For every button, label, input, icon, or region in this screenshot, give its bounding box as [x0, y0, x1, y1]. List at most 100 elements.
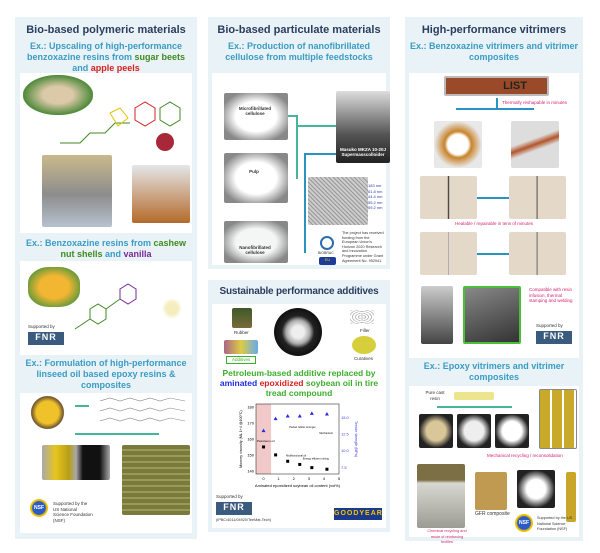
image-cashew-panel: Supported by FNR: [20, 261, 192, 355]
sem-image: [308, 177, 368, 225]
annotation: Energy efficient mixing: [303, 457, 330, 461]
pure-resin-label: Pure cast resin: [425, 390, 445, 401]
recycled-fibers-photo: [517, 470, 555, 508]
tensile-point: [285, 414, 290, 418]
y-left-tick-label: 160: [247, 437, 254, 442]
nsf-logo: NSF: [515, 514, 533, 532]
cured-resin-samples: [42, 445, 110, 480]
arrow: [477, 253, 509, 255]
annotation: Pocket rubber stronger: [289, 425, 316, 429]
mooney-point: [310, 466, 314, 470]
annotation: Mechanical: [319, 431, 333, 435]
biobrac-logo: [320, 236, 334, 250]
headline-soybean-oil: Petroleum-based additive replaced by ami…: [219, 368, 379, 398]
rubber-label: Rubber: [234, 330, 249, 335]
linseed-oil-glass: [30, 395, 65, 430]
y-right-tick-label: 12.5: [341, 432, 350, 437]
image-vitrimer-panel: LIST Thermally reshapable in minutes Hea…: [409, 73, 579, 358]
fnr-logo: FNR: [28, 332, 64, 345]
tensile-point: [309, 411, 314, 415]
section-title: High-performance vitrimers: [421, 24, 567, 36]
nsf-logo: NSF: [30, 499, 48, 517]
mooney-point: [262, 445, 266, 449]
supported-by-label: Supported by: [28, 324, 55, 329]
resin-flakes-coarse: [419, 414, 453, 448]
pulp-label: Pulp: [249, 169, 259, 174]
mfc-label: Microfibrillated cellulose: [238, 106, 272, 116]
composite-plate: [122, 445, 190, 515]
example-cashew-vanilla: Ex.: Benzoxazine resins from cashew nut …: [25, 238, 187, 259]
image-linseed-panel: NSF Supported by the US National Science…: [20, 393, 192, 533]
pulp-photo: [224, 153, 288, 203]
nfc-photo: [224, 221, 288, 263]
y-right-tick-label: 7.5: [341, 465, 347, 470]
y-left-tick-label: 140: [247, 468, 254, 473]
compatible-label: Compatible with resin infusion, thermal …: [529, 287, 573, 303]
plot-frame: [255, 403, 340, 475]
cashew-image: [28, 267, 80, 307]
micrograph-healing: [509, 176, 566, 219]
arrow: [477, 197, 509, 199]
x-tick-label: 2: [293, 476, 296, 481]
x-tick-label: 0: [262, 476, 265, 481]
filler-image: [350, 310, 374, 324]
micrograph-partial: [509, 232, 566, 275]
filler-label: Filler: [360, 328, 370, 333]
y-left-tick-label: 150: [247, 452, 254, 457]
biobrac-label: BIOBRAC: [318, 251, 334, 255]
curatives-label: Curatives: [354, 356, 374, 361]
goodyear-logo: GOODYEAR: [334, 508, 382, 520]
y-left-axis-label: Mooney viscosity (ML 1+4 @100°C): [239, 410, 243, 467]
benzoxazine-structure: [60, 101, 181, 144]
pouring-resin-photo: [132, 165, 190, 223]
example-epoxy-vitrimers: Ex.: Epoxy vitrimers and vitrimer compos…: [423, 361, 565, 382]
arrow: [456, 108, 534, 110]
micrograph-healed: [420, 232, 477, 275]
resin-powder: [495, 414, 529, 448]
example-benzoxazine-vitrimers: Ex.: Benzoxazine vitrimers and vitrimer …: [409, 41, 579, 62]
recycled-composite-strip: [566, 472, 576, 522]
x-tick-label: 4: [323, 476, 326, 481]
nsf-support-text: Supported by the US National Science Fou…: [53, 501, 93, 523]
list-plate: LIST: [444, 76, 549, 96]
y-right-axis-label: Tensile strength (MPa): [354, 421, 358, 457]
eu-flag: EU: [319, 257, 336, 265]
x-axis-label: Aminated epoxidized soybean oil content …: [255, 483, 341, 488]
y-left-tick-label: 180: [247, 405, 254, 410]
arrow: [288, 115, 296, 117]
fnr-logo: FNR: [216, 502, 252, 515]
arrow: [437, 406, 512, 408]
rubber-photo: [232, 308, 252, 328]
pure-resin-bar: [454, 392, 494, 400]
mooney-point: [286, 459, 290, 463]
triglyceride-structure: [100, 397, 186, 422]
supported-by-label: Supported by: [536, 323, 563, 328]
x-tick-label: 1: [278, 476, 281, 481]
gfr-composite-photo: [475, 472, 507, 510]
mech-recycling-label: Mechanical recycling / reconsolidation: [487, 453, 563, 458]
annotation: Petroleum oil: [257, 439, 275, 443]
resin-flakes-medium: [457, 414, 491, 448]
section-title: Sustainable performance additives: [219, 286, 379, 297]
y-left-tick-label: 170: [247, 421, 254, 426]
composite-part-photo: [421, 286, 453, 344]
reshape-label: Thermally reshapable in minutes: [502, 100, 568, 105]
nfc-label: Nanofibrillated cellulose: [239, 245, 271, 255]
micrograph-crack: [420, 176, 477, 219]
supported-by-label: Supported by: [216, 494, 243, 499]
panel-bio-polymeric: Bio-based polymeric materials Ex.: Upsca…: [15, 17, 197, 539]
heal-label: Healable / repairable in tens of minutes: [455, 221, 534, 226]
mooney-point: [298, 462, 302, 466]
bent-vitrimer-photo: [434, 121, 482, 168]
gfr-label: GFR composite: [475, 511, 510, 517]
additives-image: [224, 340, 258, 354]
x-tick-label: 5: [338, 476, 341, 481]
example-linseed-epoxy: Ex.: Formulation of high-performance lin…: [25, 358, 187, 390]
arrow: [296, 115, 298, 179]
nsf-support-text: Supported by the US National Science Fou…: [537, 516, 573, 531]
reactor-photo: [42, 155, 112, 227]
arrow: [75, 433, 159, 435]
sugar-beet-image: [23, 75, 93, 115]
y-right-tick-label: 10.0: [341, 448, 350, 453]
